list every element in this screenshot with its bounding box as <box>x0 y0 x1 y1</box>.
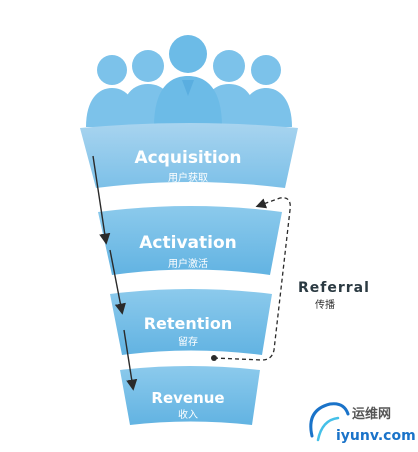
watermark-en: iyunv.com <box>336 428 416 444</box>
stage-subtitle: 收入 <box>178 408 198 421</box>
funnel-stage-revenue <box>120 366 260 425</box>
person-icon <box>154 35 222 127</box>
stage-title: Retention <box>144 314 233 333</box>
flow-arrow <box>92 155 111 245</box>
flow-arrows <box>92 155 138 391</box>
funnel-stage-activation <box>98 206 282 275</box>
referral-subtitle: 传播 <box>315 298 335 311</box>
flow-arrow <box>123 329 138 391</box>
people-silhouette-icon <box>86 35 292 127</box>
stage-title: Revenue <box>151 389 224 407</box>
stage-title: Activation <box>139 233 236 253</box>
stage-subtitle: 用户获取 <box>168 171 208 184</box>
funnel-stage-retention <box>110 289 272 355</box>
referral-arrow <box>213 197 291 361</box>
funnel-stage-acquisition <box>80 123 298 188</box>
referral-loop <box>211 197 291 361</box>
iyunv-logo-icon <box>309 402 350 442</box>
referral-title: Referral <box>298 280 370 296</box>
stage-subtitle: 用户激活 <box>168 257 208 270</box>
stage-subtitle: 留存 <box>178 335 198 348</box>
flow-arrow <box>109 249 126 315</box>
stage-title: Acquisition <box>134 148 241 168</box>
watermark-cn: 运维网 <box>352 406 391 422</box>
